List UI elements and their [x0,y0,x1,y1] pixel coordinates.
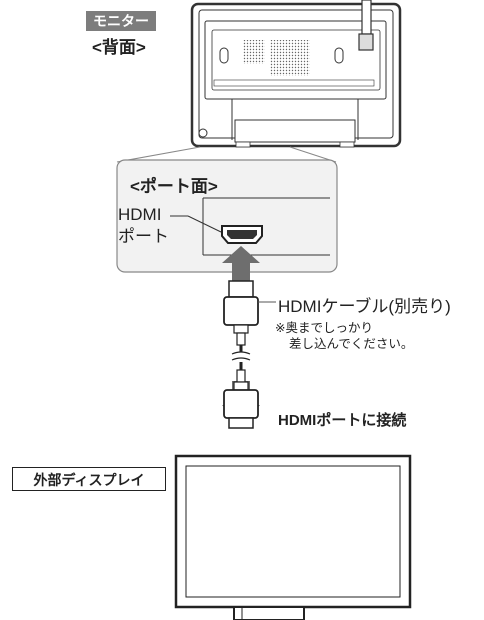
connect-label: HDMIポートに接続 [278,412,407,429]
antenna-icon [358,0,374,51]
hdmi-cable-icon [223,280,276,429]
port-label: ポート [118,227,169,246]
monitor-tag: モニター [86,11,156,31]
hdmi-port-icon [221,225,263,244]
hdmi-label: HDMI [118,205,162,224]
insert-note-line2: 差し込んでください。 [289,337,414,351]
external-display-illustration [174,454,412,620]
cable-label: HDMIケーブル(別売り) [278,297,451,316]
port-face-panel [116,159,338,273]
insert-note-line1: ※奥までしっかり [275,321,373,335]
monitor-back-illustration [190,2,402,148]
port-face-label: <ポート面> [130,177,218,196]
back-view-label: <背面> [92,38,146,57]
port-face-illustration [170,197,330,256]
external-display-tag: 外部ディスプレイ [12,467,166,491]
